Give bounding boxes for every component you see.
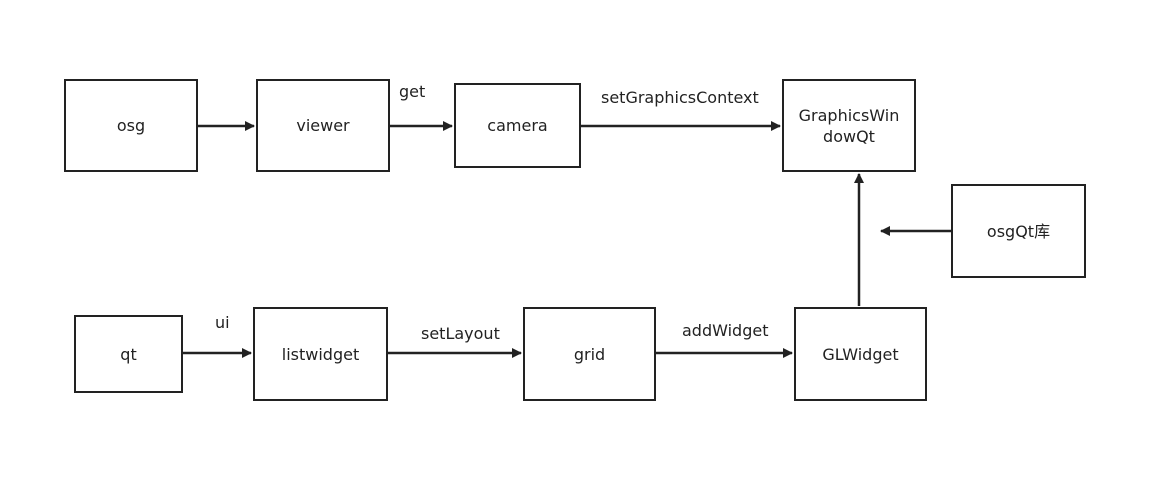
node-graphics-window-qt-label-line2: dowQt: [823, 126, 875, 146]
node-osgqt-lib: osgQt库: [951, 184, 1086, 278]
node-grid-label: grid: [573, 344, 606, 364]
edge-label-set-layout: setLayout: [421, 324, 500, 343]
edge-label-get: get: [399, 82, 426, 101]
node-osgqt-lib-label: osgQt库: [986, 221, 1051, 241]
edge-label-ui: ui: [215, 313, 230, 332]
node-osg: osg: [64, 79, 198, 172]
node-camera: camera: [454, 83, 581, 168]
node-listwidget: listwidget: [253, 307, 388, 401]
node-graphics-window-qt: GraphicsWin dowQt: [782, 79, 916, 172]
node-grid: grid: [523, 307, 656, 401]
node-graphics-window-qt-label-line1: GraphicsWin: [798, 105, 900, 125]
node-qt-label: qt: [120, 344, 137, 364]
node-qt: qt: [74, 315, 183, 393]
edge-label-add-widget: addWidget: [682, 321, 769, 340]
node-viewer-label: viewer: [296, 116, 350, 135]
node-glwidget-label: GLWidget: [822, 344, 899, 364]
edge-label-set-graphics-context: setGraphicsContext: [601, 88, 759, 107]
node-glwidget: GLWidget: [794, 307, 927, 401]
node-listwidget-label: listwidget: [281, 344, 360, 364]
node-camera-label: camera: [487, 116, 548, 135]
node-viewer: viewer: [256, 79, 390, 172]
node-osg-label: osg: [116, 116, 146, 135]
